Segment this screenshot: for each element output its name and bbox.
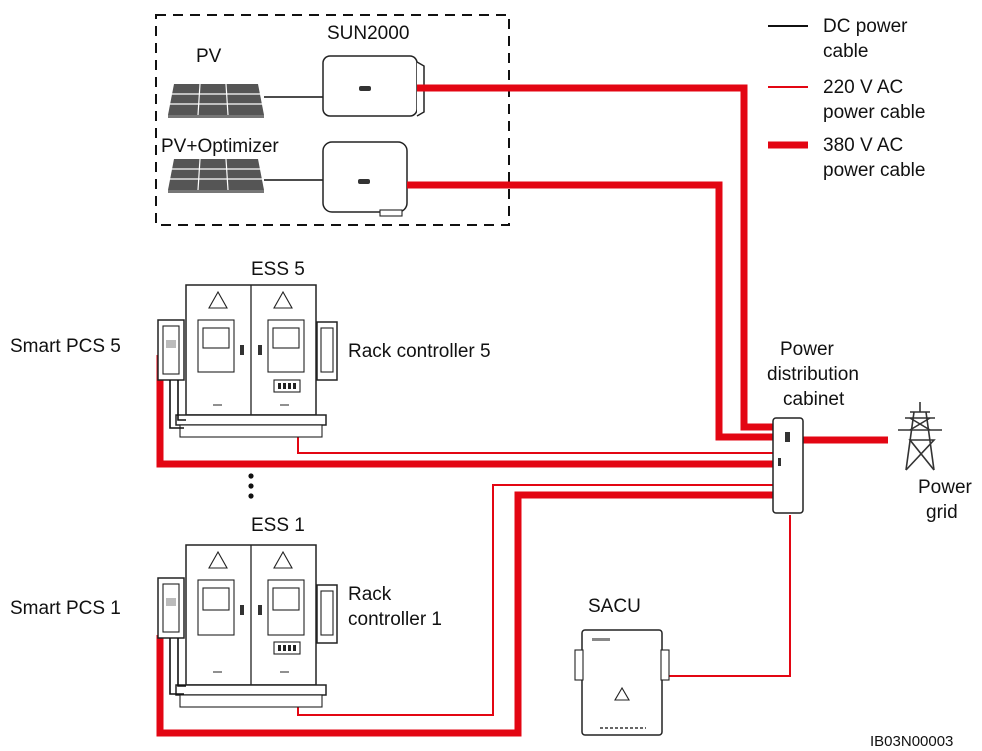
transmission-tower-icon — [898, 402, 942, 471]
inverter-icon — [322, 141, 408, 217]
legend: DC power cable 220 V AC power cable 380 … — [768, 16, 925, 181]
dc-cable — [169, 380, 184, 429]
grid-label: Power — [918, 477, 973, 498]
ess-cabinet-icon — [175, 284, 327, 438]
sun2000-label: SUN2000 — [327, 23, 409, 44]
grid-label-2: grid — [926, 502, 958, 523]
solar-panel-icon — [168, 83, 264, 118]
pv-optimizer-label: PV+Optimizer — [161, 136, 279, 157]
ac380-cable — [417, 84, 773, 431]
warning-icon — [273, 550, 293, 569]
ac220-cable — [297, 484, 773, 716]
legend-ac380-label-2: power cable — [823, 160, 925, 181]
sacu-icon — [574, 629, 670, 736]
pdc-label-2: distribution — [767, 364, 859, 385]
pdc-label-3: cabinet — [783, 389, 845, 410]
legend-dc-label: DC power — [823, 16, 908, 37]
dc-cable — [177, 380, 186, 421]
rack-controller-icon — [316, 321, 338, 381]
solar-panel-icon — [168, 158, 264, 193]
warning-icon — [208, 290, 228, 309]
smart-pcs-icon — [157, 319, 185, 381]
inverter-icon — [322, 55, 425, 117]
rack-controller1-label: Rack — [348, 584, 392, 605]
pv-group-boundary — [155, 14, 510, 226]
ac380-cable — [156, 491, 773, 737]
ess-cabinet-icon — [175, 544, 327, 708]
smart-pcs1-label: Smart PCS 1 — [10, 598, 121, 619]
ac380-cable — [156, 355, 773, 468]
figure-code: IB03N00003 — [870, 733, 953, 750]
legend-ac220-label-2: power cable — [823, 102, 925, 123]
sacu-label: SACU — [588, 596, 641, 617]
ac220-cable — [297, 432, 773, 454]
ess5-label: ESS 5 — [251, 259, 305, 280]
smart-pcs5-label: Smart PCS 5 — [10, 336, 121, 357]
pv-label: PV — [196, 46, 222, 67]
warning-icon — [614, 686, 630, 701]
legend-dc-label-2: cable — [823, 41, 868, 62]
rack-controller-icon — [316, 584, 338, 644]
dc-cable — [177, 638, 186, 687]
warning-icon — [208, 550, 228, 569]
legend-ac220-label: 220 V AC — [823, 77, 903, 98]
dc-cable — [169, 638, 184, 695]
rack-controller5-label: Rack controller 5 — [348, 341, 491, 362]
rack-controller1-label-2: controller 1 — [348, 609, 442, 630]
ess1-label: ESS 1 — [251, 515, 305, 536]
ac220-cable — [662, 515, 791, 677]
smart-pcs-icon — [157, 577, 185, 639]
legend-ac380-label: 380 V AC — [823, 135, 903, 156]
ac380-cable — [407, 181, 773, 441]
pdc-label: Power — [780, 339, 835, 360]
warning-icon — [273, 290, 293, 309]
distribution-cabinet-icon — [772, 417, 804, 514]
ellipsis-icon — [248, 473, 254, 499]
